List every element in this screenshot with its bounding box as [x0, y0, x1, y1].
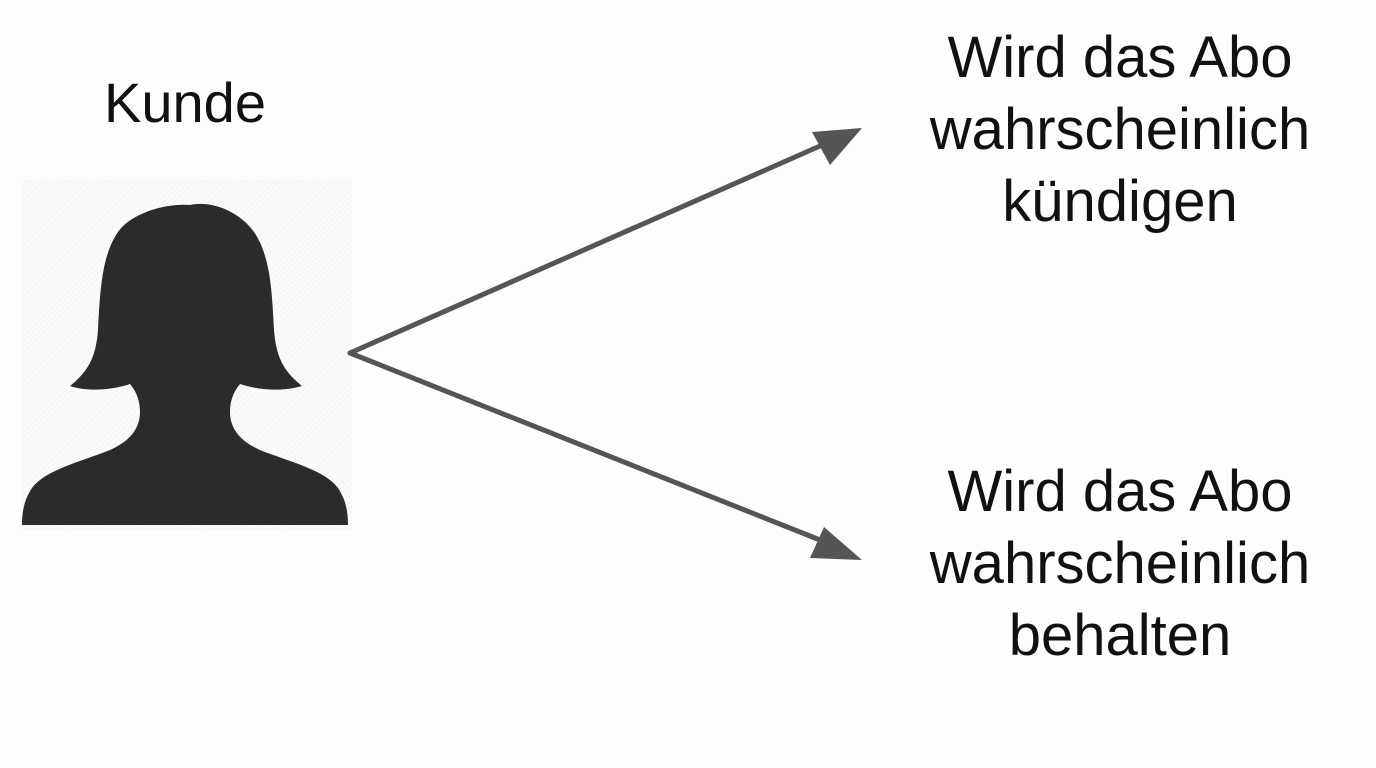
woman-silhouette-icon: [22, 203, 348, 525]
outcome-line: wahrscheinlich: [929, 97, 1311, 162]
arrow-to-keep: [347, 350, 862, 560]
outcome-line: behalten: [1008, 603, 1232, 668]
outcome-keep-subscription: Wird das Abo wahrscheinlich behalten: [870, 456, 1370, 672]
outcome-cancel-subscription: Wird das Abo wahrscheinlich kündigen: [870, 22, 1370, 238]
arrowhead-icon: [812, 128, 862, 165]
outcome-line: Wird das Abo: [947, 459, 1293, 524]
arrowhead-icon: [810, 527, 862, 560]
outcome-line: wahrscheinlich: [929, 531, 1311, 596]
outcome-line: kündigen: [1002, 169, 1238, 234]
customer-label: Kunde: [104, 71, 266, 134]
outcome-line: Wird das Abo: [947, 25, 1293, 90]
arrow-to-cancel: [347, 128, 862, 356]
